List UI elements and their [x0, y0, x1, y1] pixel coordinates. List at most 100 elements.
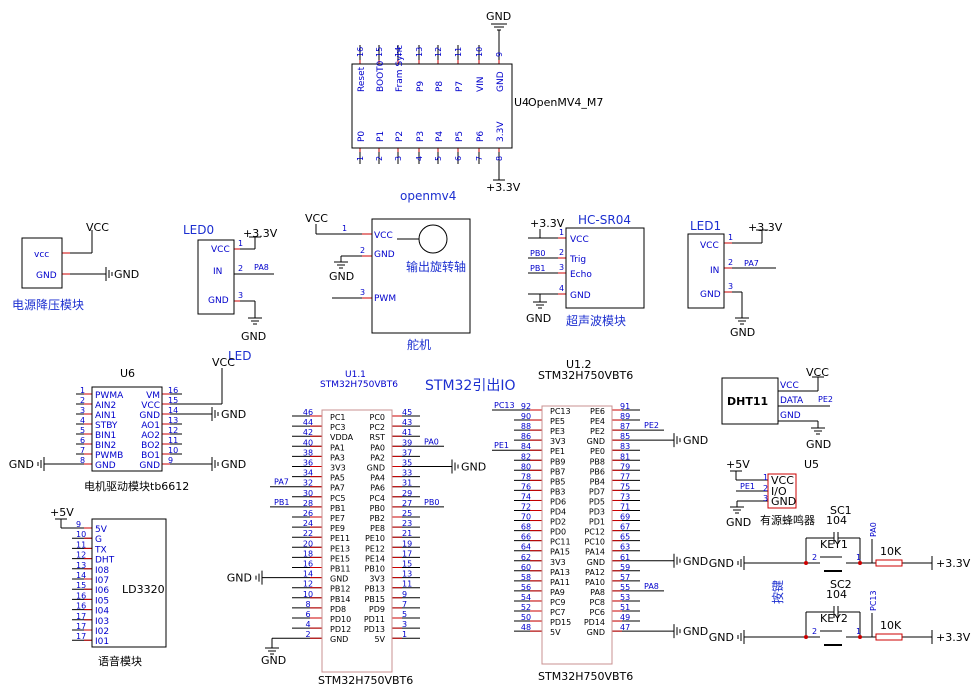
u11-right-num: 21: [402, 529, 412, 538]
hcsr04-pin-num-1: 1: [559, 228, 564, 237]
u11-left-num: 38: [303, 448, 313, 457]
u11-left-num: 2: [305, 630, 310, 639]
u6-body: [91, 386, 163, 472]
ld3320-pin-num: 17: [76, 612, 86, 621]
u6-left-name-4: STBY: [95, 421, 118, 431]
ld3320-pin-name: G: [95, 535, 102, 545]
u11-left-name: VDDA: [330, 433, 354, 442]
u12-left-num: 88: [521, 422, 531, 431]
key2-33-label: +3.3V: [936, 631, 971, 644]
ld3320-pin-num: 13: [76, 561, 86, 570]
ld3320-pin-name: I06: [95, 586, 109, 596]
u6-left-name-3: AIN1: [95, 411, 116, 421]
u5-5v-label: +5V: [726, 458, 750, 471]
led1-gnd-label: GND: [730, 326, 755, 339]
ld3320-pin-num: 16: [76, 602, 86, 611]
openmv-bottom-pin-num: 2: [375, 156, 384, 161]
key1-node2: [858, 561, 862, 565]
openmv-top-pin-num: 11: [454, 47, 463, 57]
led0-body: [197, 239, 235, 315]
u12-left-name: PC9: [550, 598, 566, 607]
u11-left-name: PC3: [330, 423, 346, 432]
u6-left-num-4: 4: [80, 416, 85, 425]
openmv-bottom-pin-num: 5: [434, 156, 443, 161]
led1-pin-gnd: GND: [700, 290, 721, 300]
u6-left-name-2: AIN2: [95, 401, 116, 411]
led1-net: PA7: [744, 259, 759, 268]
u11-right-num: 33: [402, 469, 412, 478]
u12-left-net: PC13: [494, 401, 515, 410]
u11-right-name: PA2: [370, 453, 385, 462]
u12-right-name: PE2: [590, 427, 605, 436]
u12-right-name: PA14: [585, 548, 605, 557]
openmv-bottom-pin-name: P1: [376, 131, 386, 142]
key2-pin2: 2: [812, 627, 817, 636]
openmv-top-pin-name: VIN: [476, 76, 486, 92]
u6-vcc-label: VCC: [212, 356, 235, 369]
u6-left-num-2: 2: [80, 396, 85, 405]
u12-right-name: PD1: [589, 518, 605, 527]
u6-right-num-12: 12: [168, 426, 178, 435]
openmv-top-pin-num: 14: [394, 47, 403, 57]
u12-right-num: 83: [620, 442, 630, 451]
u12-left-name: PA9: [550, 588, 565, 597]
openmv-bottom-pin-num: 1: [356, 156, 365, 161]
openmv-bottom-pin-name: P4: [435, 131, 445, 142]
u11-left-name: PE9: [330, 524, 345, 533]
u12-right-num: 57: [620, 573, 630, 582]
hcsr04-pin-name-3: Echo: [570, 270, 592, 280]
key2-net: PC13: [869, 590, 878, 611]
openmv-caption: openmv4: [400, 189, 456, 203]
u11-right-name: PC2: [370, 423, 386, 432]
u6-right-name-14: GND: [139, 411, 160, 421]
ld3320-pin-num: 11: [76, 540, 86, 549]
u12-right-name: PA12: [585, 568, 605, 577]
dht11-body: [721, 377, 779, 425]
hcsr04-caption: 超声波模块: [566, 313, 626, 328]
u11-left-num: 16: [303, 560, 313, 569]
u12-left-num: 76: [521, 482, 531, 491]
ld3320-pin-num: 10: [76, 530, 86, 539]
openmv-bottom-pin-name: P6: [476, 131, 486, 142]
led1-pin1-num: 1: [728, 233, 733, 242]
led0-pin-in: IN: [213, 267, 222, 277]
u12-right-name: PE4: [590, 417, 605, 426]
u12-right-name: PD5: [589, 497, 605, 506]
u12-right-num: 47: [620, 623, 630, 632]
dht11-part: DHT11: [727, 395, 768, 408]
u11-left-name: PD12: [330, 625, 351, 634]
u12-right-num: 91: [620, 402, 630, 411]
u12-left-num: 56: [521, 583, 531, 592]
u6-left-name-6: BIN2: [95, 441, 116, 451]
u11-left-net: PA7: [274, 478, 289, 487]
u5-net: PE1: [740, 482, 755, 491]
openmv-top-pin-name: Reset: [357, 66, 367, 92]
openmv-33-label: +3.3V: [486, 181, 521, 194]
u11-left-name: PB12: [330, 585, 351, 594]
u12-right-name: PB8: [590, 457, 605, 466]
openmv-gnd-label: GND: [486, 10, 511, 23]
u11-left-num: 34: [303, 469, 313, 478]
u12-right-name: PA10: [585, 578, 605, 587]
u12-left-num: 78: [521, 472, 531, 481]
u11-left-num: 14: [303, 570, 313, 579]
u6-left-num-1: 1: [80, 386, 85, 395]
servo-shaft-icon: [418, 224, 448, 254]
u11-right-num: 37: [402, 448, 412, 457]
key2-resistor: [875, 633, 903, 641]
u12-right-name: PA8: [590, 588, 605, 597]
u11-body: [321, 409, 393, 673]
u6-right-num-9: 9: [168, 456, 173, 465]
u11-right-name: PB2: [370, 514, 385, 523]
hcsr04-body: [565, 227, 645, 309]
u12-left-name: PE1: [550, 447, 565, 456]
u11-right-name: PE14: [365, 554, 385, 563]
u12-left-name: PA13: [550, 568, 570, 577]
u12-right-name: PD14: [584, 618, 605, 627]
u12-right-num: 79: [620, 462, 630, 471]
openmv-bottom-pin-num: 3: [394, 156, 403, 161]
openmv-bottom-pin-name: P2: [395, 131, 405, 142]
u11-right-name: PC4: [370, 494, 386, 503]
u12-right-num: 75: [620, 482, 630, 491]
hcsr04-pin-num-2: 2: [559, 248, 564, 257]
